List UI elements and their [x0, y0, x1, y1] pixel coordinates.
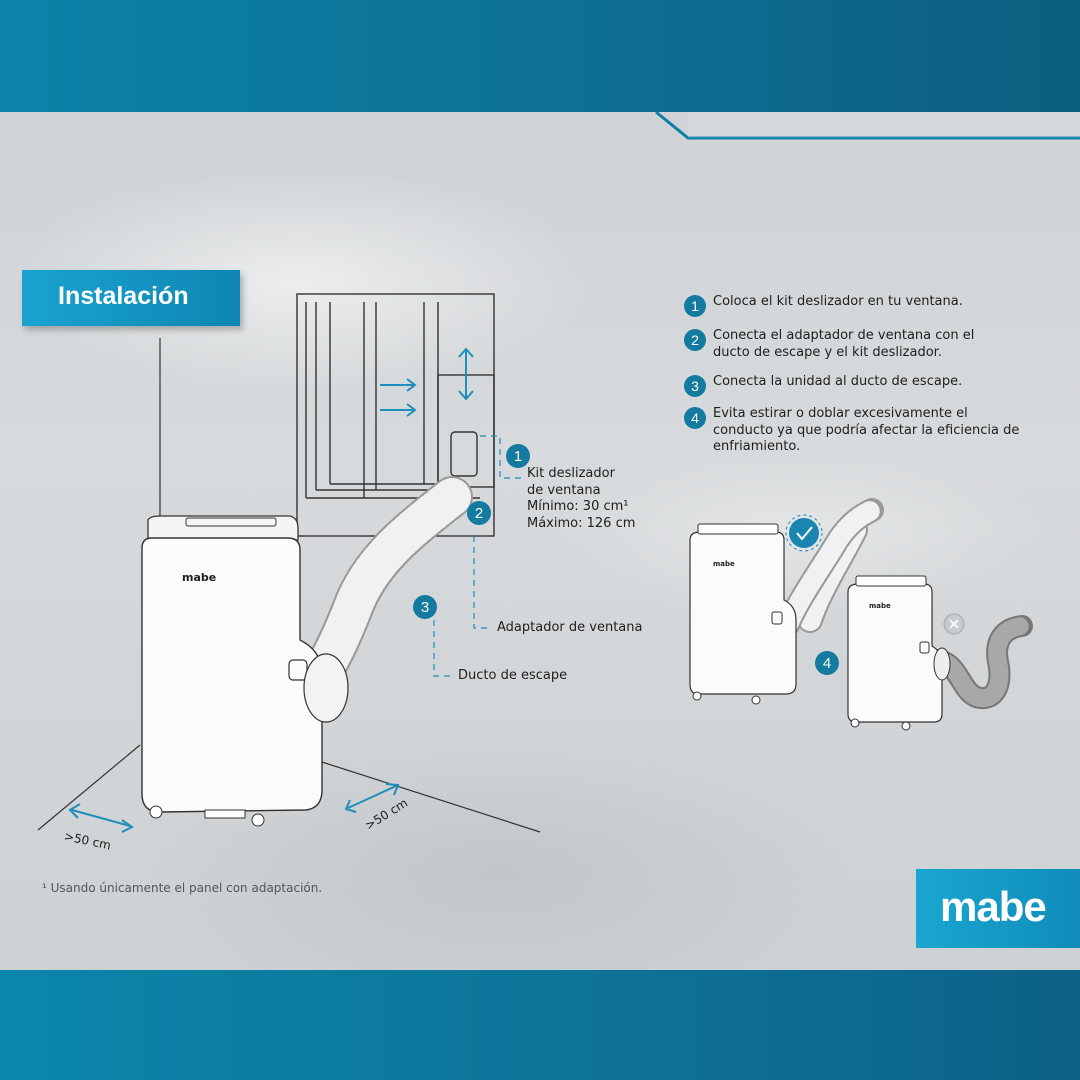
- step-text: Conecta la unidad al ducto de escape.: [713, 374, 963, 389]
- step-number: 4: [684, 407, 706, 429]
- step-number: 2: [684, 329, 706, 351]
- step-4: 4 Evita estirar o doblar excesivamente e…: [684, 406, 1023, 456]
- kit-label: Kit deslizador de ventana Mínimo: 30 cm¹…: [527, 466, 635, 532]
- unit-bad: [847, 575, 1033, 731]
- main-hose: [301, 476, 473, 693]
- step-number: 1: [684, 295, 706, 317]
- kit-max: Máximo: 126 cm: [527, 515, 636, 531]
- step-3: 3 Conecta la unidad al ducto de escape.: [684, 374, 1013, 397]
- footnote: ¹ Usando únicamente el panel con adaptac…: [42, 881, 323, 895]
- unit-brand-label: mabe: [182, 571, 217, 584]
- duct-label: Ducto de escape: [458, 668, 568, 683]
- unit-good-brand: mabe: [713, 560, 735, 568]
- adapter-label: Adaptador de ventana: [497, 620, 643, 635]
- callout-badge-1: 1: [506, 444, 530, 468]
- step-text: Evita estirar o doblar excesivamente el …: [713, 406, 1020, 454]
- kit-label-line2: de ventana: [527, 482, 601, 498]
- step-text: Coloca el kit deslizador en tu ventana.: [713, 294, 963, 309]
- section-title-tab: Instalación: [22, 270, 240, 326]
- unit-good: [689, 498, 884, 705]
- bottom-band: [0, 970, 1080, 1080]
- kit-label-line1: Kit deslizador: [527, 466, 615, 481]
- distance-arrows: [68, 783, 400, 833]
- step-number: 3: [684, 375, 706, 397]
- top-accent-line: [655, 110, 1080, 140]
- top-accent-strip: [688, 112, 1080, 138]
- leader-lines: [433, 435, 522, 677]
- check-icon: [785, 514, 823, 552]
- callout-badge-4: 4: [815, 651, 839, 675]
- unit-bad-brand: mabe: [869, 602, 891, 610]
- close-icon: [943, 613, 965, 635]
- step-1: 1 Coloca el kit deslizador en tu ventana…: [684, 294, 1013, 317]
- step-2: 2 Conecta el adaptador de ventana con el…: [684, 328, 983, 361]
- top-band: [0, 0, 1080, 112]
- main-unit: [141, 515, 349, 827]
- callout-badge-3: 3: [413, 595, 437, 619]
- section-title: Instalación: [58, 282, 189, 310]
- room-lines: [37, 338, 541, 833]
- brand-logo: mabe: [916, 869, 1080, 948]
- kit-min: Mínimo: 30 cm¹: [527, 499, 629, 514]
- slide-arrows: [380, 347, 474, 417]
- callout-badge-2: 2: [467, 501, 491, 525]
- step-text: Conecta el adaptador de ventana con el d…: [713, 328, 975, 360]
- brand-logo-text: mabe: [940, 883, 1047, 930]
